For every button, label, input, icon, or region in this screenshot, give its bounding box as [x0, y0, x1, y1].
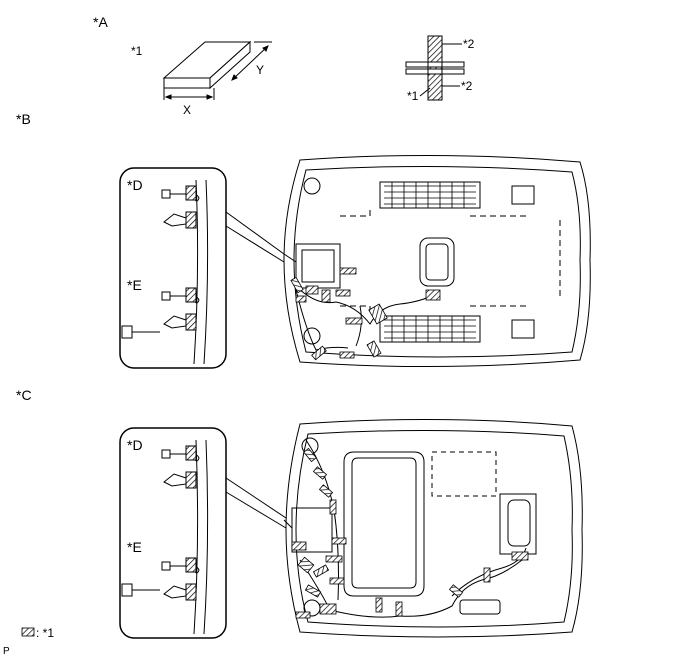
page-mark: P — [3, 646, 10, 657]
section-b-label: *B — [16, 111, 31, 127]
callout-1-label-section: *1 — [407, 89, 419, 103]
callout-2-label-top: *2 — [463, 37, 475, 51]
legend-text: : *1 — [36, 626, 55, 640]
detail-e-label-c: *E — [127, 539, 142, 555]
section-c-label: *C — [16, 387, 32, 403]
headliner-view-b — [283, 154, 591, 368]
tape-locations-c — [291, 447, 529, 619]
callout-2-label-bottom: *2 — [461, 79, 473, 93]
dimension-x-label: X — [183, 103, 192, 117]
detail-d-label-b: *D — [127, 177, 143, 193]
dimension-y-label: Y — [256, 63, 265, 77]
detail-e-label-b: *E — [127, 277, 142, 293]
detail-d-label-c: *D — [127, 437, 143, 453]
detail-callout-b — [119, 167, 285, 369]
tape-locations-b — [290, 267, 441, 361]
callout-1-label: *1 — [131, 44, 143, 58]
section-a-label: *A — [93, 14, 108, 30]
tape-dimension-figure — [162, 40, 272, 100]
legend-swatch — [21, 627, 35, 637]
detail-callout-c — [119, 427, 287, 639]
tape-cross-section — [405, 35, 465, 101]
